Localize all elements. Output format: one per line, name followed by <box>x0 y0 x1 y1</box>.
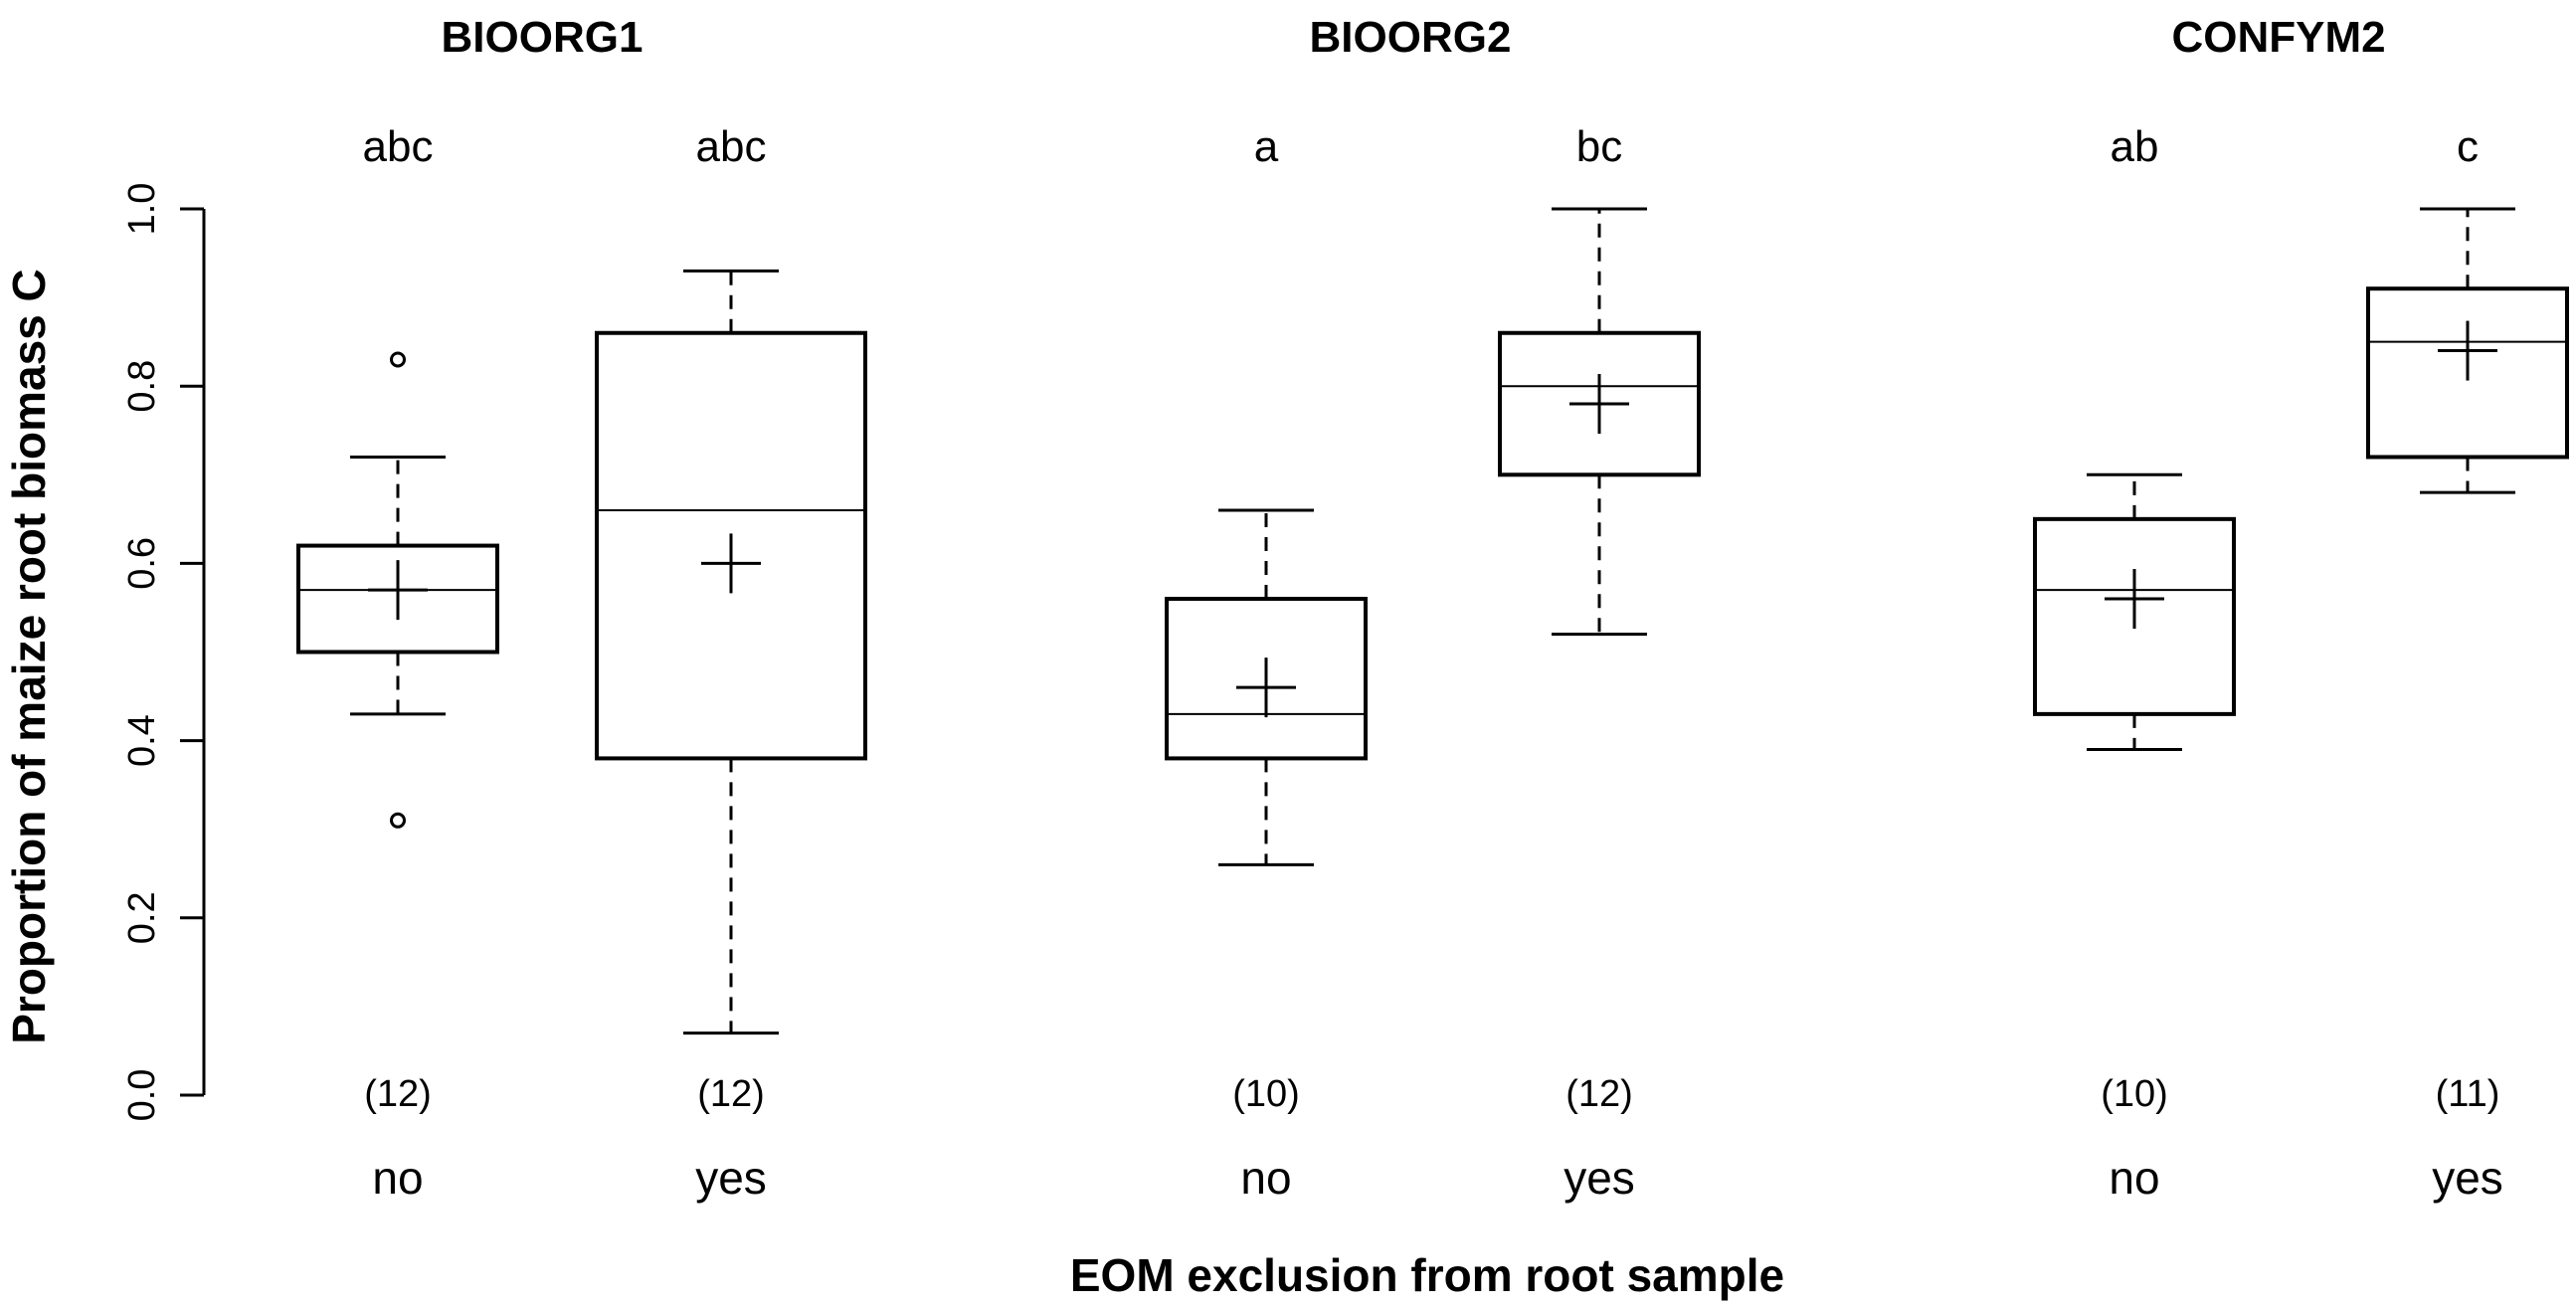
x-tick-label: yes <box>695 1152 767 1204</box>
x-tick-label: no <box>2109 1152 2159 1204</box>
significance-letters: ab <box>2111 122 2159 171</box>
significance-letters: abc <box>696 122 767 171</box>
box <box>595 330 867 761</box>
y-tick-label: 0.0 <box>121 1069 163 1122</box>
outlier-point <box>390 812 406 829</box>
y-tick-label: 0.8 <box>121 360 163 413</box>
y-tick-label: 0.2 <box>121 891 163 944</box>
y-tick-label: 1.0 <box>121 183 163 236</box>
sample-size: (11) <box>2436 1073 2500 1115</box>
sample-size: (12) <box>364 1073 432 1115</box>
plot-area: BIOORG1abc(12)noabc(12)yesBIOORG2a(10)no… <box>296 13 2569 1204</box>
x-axis-label: EOM exclusion from root sample <box>1070 1249 1784 1301</box>
y-axis: 0.0 0.2 0.4 0.6 0.8 1.0 <box>121 183 206 1122</box>
group-title: BIOORG2 <box>1310 13 1512 62</box>
y-tick-label: 0.4 <box>121 714 163 767</box>
significance-letters: c <box>2457 122 2479 171</box>
significance-letters: a <box>1254 122 1279 171</box>
group-title: BIOORG1 <box>442 13 644 62</box>
sample-size: (10) <box>2101 1073 2168 1115</box>
significance-letters: abc <box>363 122 434 171</box>
y-tick-label: 0.6 <box>121 537 163 590</box>
sample-size: (12) <box>697 1073 765 1115</box>
group-title: CONFYM2 <box>2171 13 2385 62</box>
outlier-point <box>390 351 406 368</box>
x-tick-label: yes <box>2432 1152 2503 1204</box>
sample-size: (10) <box>1232 1073 1300 1115</box>
significance-letters: bc <box>1576 122 1622 171</box>
x-tick-label: no <box>372 1152 423 1204</box>
x-tick-label: no <box>1240 1152 1291 1204</box>
y-axis-label: Proportion of maize root biomass C <box>3 269 55 1044</box>
sample-size: (12) <box>1565 1073 1633 1115</box>
x-tick-label: yes <box>1564 1152 1635 1204</box>
